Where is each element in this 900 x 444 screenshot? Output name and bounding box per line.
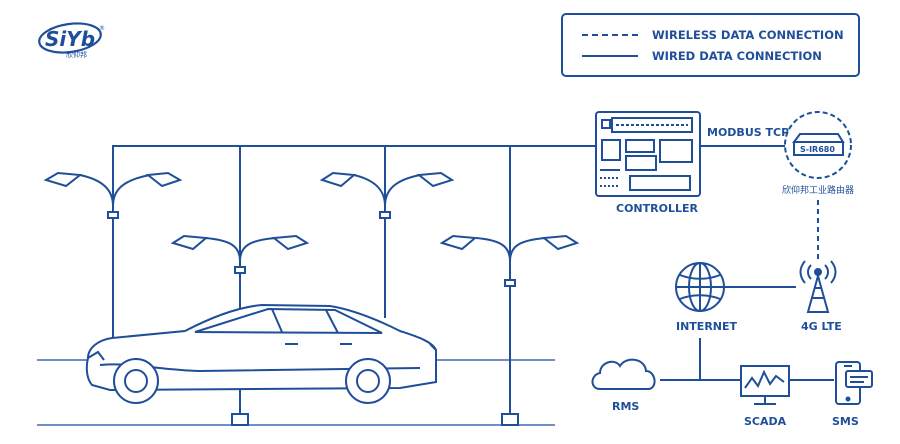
legend-box: WIRELESS DATA CONNECTION WIRED DATA CONN… — [561, 13, 860, 77]
street-lamp-2 — [170, 234, 310, 426]
router-device — [784, 111, 852, 179]
globe-icon — [675, 262, 725, 312]
controller-device — [595, 111, 701, 197]
wired-bus — [112, 145, 598, 263]
controller-label: CONTROLLER — [616, 202, 698, 215]
car — [85, 303, 437, 404]
router-name-label: 欣仰邦工业路由器 — [782, 184, 854, 196]
legend-wired-label: WIRED DATA CONNECTION — [652, 49, 822, 63]
street-lamp-3 — [319, 171, 455, 318]
lte-label: 4G LTE — [801, 320, 842, 333]
legend-wireless-label: WIRELESS DATA CONNECTION — [652, 28, 844, 42]
phone-icon — [835, 361, 873, 405]
cloud-icon — [591, 358, 656, 390]
brand-logo: SiYb ® 欣仰邦 — [38, 22, 105, 59]
monitor-icon — [740, 365, 790, 405]
cell-tower-icon — [799, 260, 837, 313]
bottom-wired-links — [660, 338, 834, 381]
rms-label: RMS — [612, 400, 639, 413]
road — [37, 359, 555, 426]
logo-cn-text: 欣仰邦 — [66, 50, 87, 59]
logo-registered-mark: ® — [99, 25, 105, 32]
internet-label: INTERNET — [676, 320, 738, 333]
street-lamp-1 — [43, 171, 183, 340]
sms-label: SMS — [832, 415, 859, 428]
router-model-label: S-IR680 — [800, 145, 835, 154]
logo-text: SiYb — [45, 27, 95, 51]
street-lamp-4 — [439, 234, 580, 426]
scada-label: SCADA — [744, 415, 787, 428]
protocol-label: MODBUS TCP — [707, 126, 789, 139]
